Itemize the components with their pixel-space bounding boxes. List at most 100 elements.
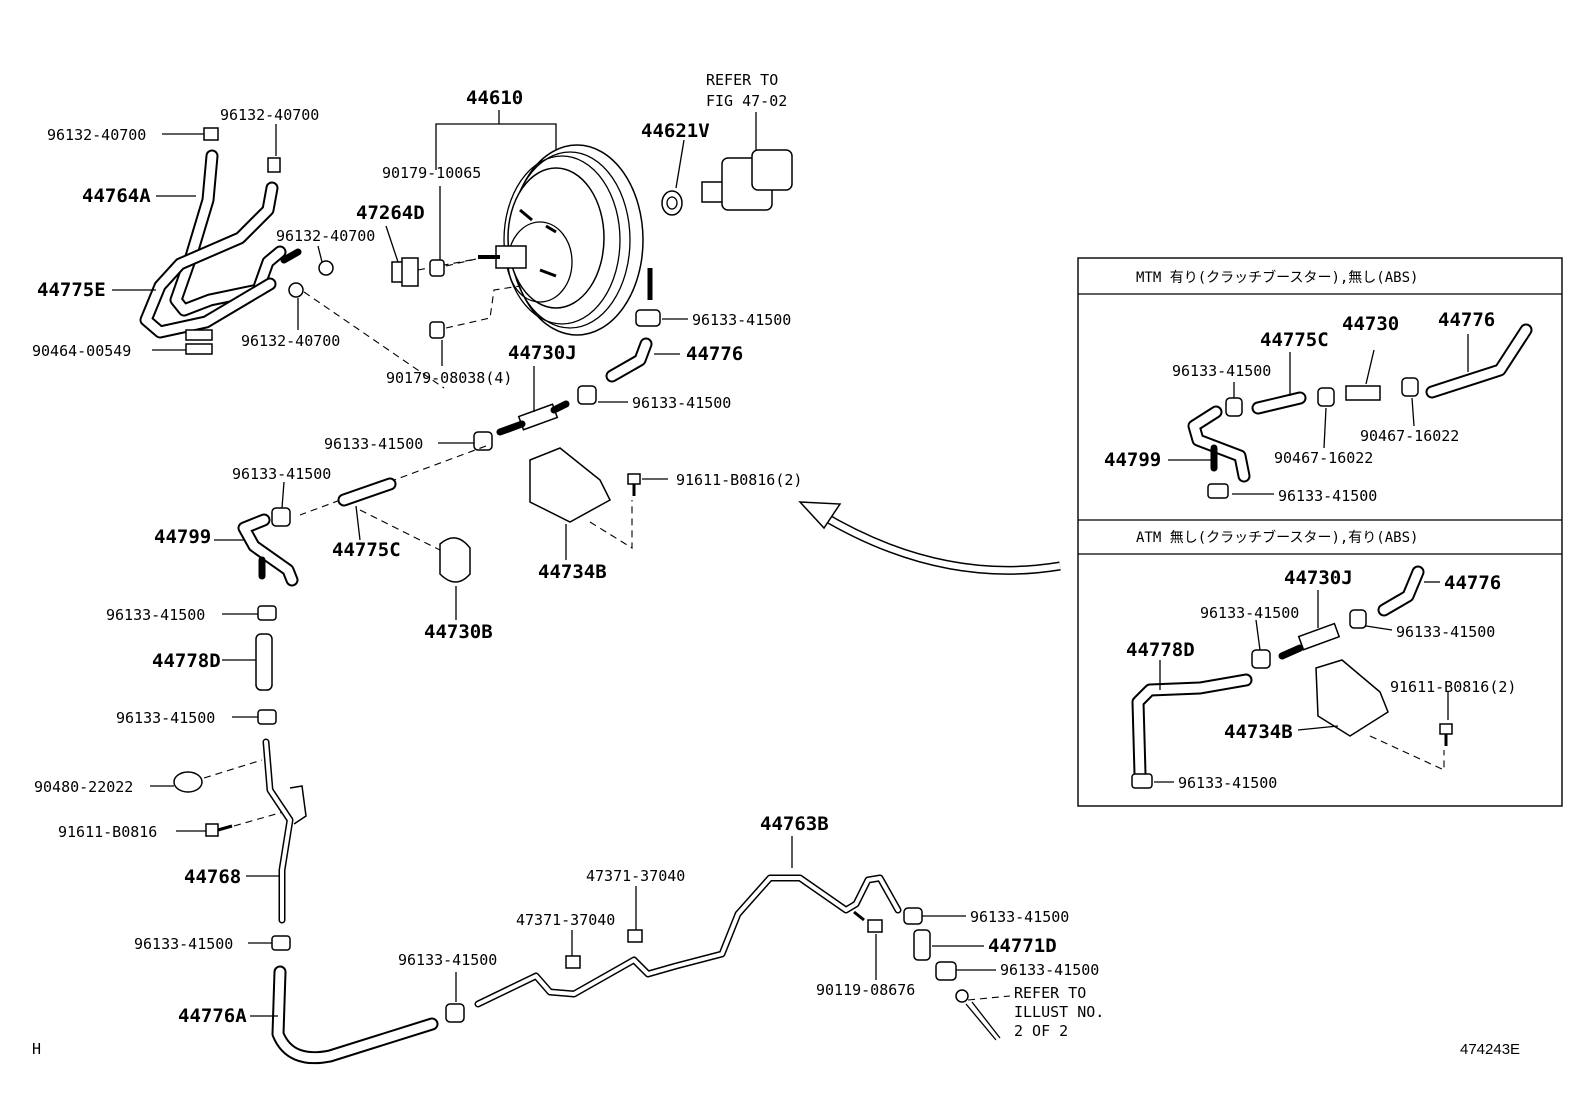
bolt-91611 [176, 809, 291, 837]
atm-label-44734b: 44734B [1224, 721, 1293, 743]
clamp-96133-a [271, 481, 291, 527]
inset-mtm-header: MTM 有り(クラッチブースター),無し(ABS) [1136, 269, 1418, 286]
label-96133-b: 96133-41500 [106, 606, 205, 624]
label-44763b: 44763B [760, 813, 829, 835]
label-44775e: 44775E [37, 279, 106, 301]
mtm-label-90467-a: 90467-16022 [1360, 427, 1459, 445]
grommet-90480 [150, 759, 263, 793]
seal-44621v [661, 139, 685, 216]
hose-44778d [222, 633, 273, 691]
clevis-47264d [385, 225, 477, 287]
hose-44776a [250, 965, 439, 1065]
labels: 44610 REFER TO FIG 47-02 44621V 90179-10… [32, 71, 1520, 1058]
label-96133-top: 96133-41500 [692, 311, 791, 329]
atm-label-91611: 91611-B0816(2) [1390, 678, 1516, 696]
pipe-44799 [214, 513, 299, 587]
bracket-44734b [529, 447, 633, 560]
label-44778d: 44778D [152, 650, 221, 672]
bolt-90119 [853, 910, 883, 980]
clamp-96133-b [222, 605, 277, 621]
mtm-parts [1168, 323, 1533, 499]
hose-44775c [337, 477, 441, 551]
label-44730j: 44730J [508, 342, 577, 364]
atm-label-44730j: 44730J [1284, 567, 1353, 589]
hose-end-ref [955, 989, 1011, 1041]
label-91611-2: 91611-B0816(2) [676, 471, 802, 489]
hose-44776-main [605, 337, 680, 383]
label-96132-d: 96132-40700 [241, 332, 340, 350]
mtm-label-96133-b: 96133-41500 [1278, 487, 1377, 505]
label-44734b: 44734B [538, 561, 607, 583]
clamp-top-96133 [635, 309, 688, 327]
label-refer-illust-line1: REFER TO [1014, 984, 1086, 1002]
clamp-96133-g [935, 961, 996, 981]
label-96133-g: 96133-41500 [1000, 961, 1099, 979]
label-96133-c: 96133-41500 [116, 709, 215, 727]
atm-label-96133-c: 96133-41500 [1178, 774, 1277, 792]
label-96133-a: 96133-41500 [232, 465, 331, 483]
clamp-96133-e [445, 972, 465, 1023]
clamps-96132 [162, 124, 445, 389]
master-cylinder-ref [701, 112, 793, 211]
label-refer-fig-line1: REFER TO [706, 71, 778, 89]
atm-label-44776: 44776 [1444, 572, 1501, 594]
label-91611: 91611-B0816 [58, 823, 157, 841]
label-44768: 44768 [184, 866, 241, 888]
clamp-96133-f [903, 907, 966, 925]
label-90480: 90480-22022 [34, 778, 133, 796]
label-47264d: 47264D [356, 202, 425, 224]
inset-atm-header: ATM 無し(クラッチブースター),有り(ABS) [1136, 529, 1418, 546]
bolt-91611-2 [627, 473, 668, 496]
inset-pointer-arrow [798, 501, 1061, 575]
clamps-47371 [565, 886, 643, 969]
label-47371-a: 47371-37040 [516, 911, 615, 929]
pipe-44768 [246, 738, 307, 924]
label-refer-fig-line2: FIG 47-02 [706, 92, 787, 110]
mtm-label-90467-b: 90467-16022 [1274, 449, 1373, 467]
label-96133-e: 96133-41500 [398, 951, 497, 969]
nut-90179-10065 [429, 186, 477, 277]
clip-90464 [152, 329, 213, 355]
label-90179-10065: 90179-10065 [382, 164, 481, 182]
diagram-id: 474243E [1460, 1041, 1520, 1058]
mtm-label-44799: 44799 [1104, 449, 1161, 471]
label-90464: 90464-00549 [32, 342, 131, 360]
corner-mark: H [32, 1040, 41, 1058]
label-96132-a: 96132-40700 [220, 106, 319, 124]
label-44771d: 44771D [988, 935, 1057, 957]
label-44610: 44610 [466, 87, 523, 109]
label-44776: 44776 [686, 343, 743, 365]
clamp-96133-d [248, 935, 291, 951]
mtm-label-44775c: 44775C [1260, 329, 1329, 351]
mtm-label-44776: 44776 [1438, 309, 1495, 331]
label-96133-mid: 96133-41500 [632, 394, 731, 412]
label-44799: 44799 [154, 526, 211, 548]
nut-90179-08038 [429, 285, 521, 366]
brake-booster-44610 [478, 144, 653, 336]
atm-label-44778d: 44778D [1126, 639, 1195, 661]
label-refer-illust-line2: ILLUST NO. [1014, 1003, 1104, 1021]
hose-44771d [913, 929, 984, 961]
label-44764a: 44764A [82, 185, 151, 207]
atm-label-96133-a: 96133-41500 [1200, 604, 1299, 622]
pipe-44763b [474, 836, 902, 1008]
label-refer-illust-line3: 2 OF 2 [1014, 1022, 1068, 1040]
mtm-label-96133-a: 96133-41500 [1172, 362, 1271, 380]
label-96133-left: 96133-41500 [324, 435, 423, 453]
label-96133-d: 96133-41500 [134, 935, 233, 953]
label-44621v: 44621V [641, 120, 710, 142]
label-47371-b: 47371-37040 [586, 867, 685, 885]
label-44776a: 44776A [178, 1005, 247, 1027]
hose-44764a [169, 149, 287, 317]
inset-box [1077, 257, 1563, 807]
label-96133-f: 96133-41500 [970, 908, 1069, 926]
atm-parts [1131, 565, 1453, 789]
label-44730b: 44730B [424, 621, 493, 643]
clamp-96133-c [232, 709, 277, 725]
label-90119: 90119-08676 [816, 981, 915, 999]
hose-44775e [139, 181, 279, 339]
label-96132-c: 96132-40700 [276, 227, 375, 245]
mtm-label-44730: 44730 [1342, 313, 1399, 335]
label-90179-08038: 90179-08038(4) [386, 369, 512, 387]
